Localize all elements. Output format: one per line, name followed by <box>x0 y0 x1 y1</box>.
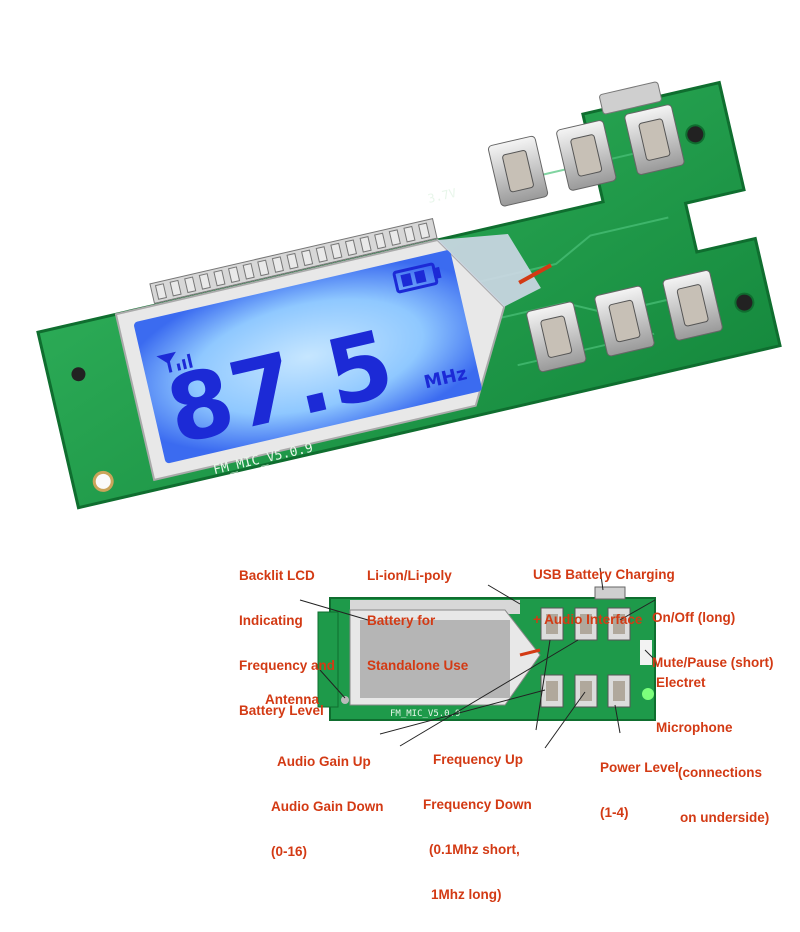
pcb-board: 87.5 MHz FM_MIC_V5.0.9 3.7V <box>36 80 782 510</box>
mount-hole <box>92 470 114 492</box>
usb-connector <box>599 81 662 115</box>
label-usb: USB Battery Charging + Audio Interface <box>533 567 675 627</box>
battery-icon <box>392 262 442 294</box>
small-version-text: FM_MIC_V5.0.9 <box>390 709 460 719</box>
lcd-screen <box>134 250 482 464</box>
label-onoff: On/Off (long) Mute/Pause (short) <box>652 610 774 670</box>
label-power-level: Power Level (1-4) <box>600 760 679 820</box>
label-audio-gain: Audio Gain Up Audio Gain Down (0-16) <box>271 754 384 859</box>
pcb-voltage-mark: 3.7V <box>426 186 457 206</box>
label-frequency: Frequency Up Frequency Down (0.1Mhz shor… <box>423 752 532 902</box>
label-backlit-lcd: Backlit LCD Indicating Frequency and Bat… <box>239 568 336 718</box>
antenna-signal-icon <box>156 351 193 373</box>
label-antenna: Antenna <box>265 692 319 707</box>
tactile-buttons-top <box>487 104 685 207</box>
annotated-board: FM_MIC_V5.0.9 <box>299 567 656 749</box>
label-battery: Li-ion/Li-poly Battery for Standalone Us… <box>367 568 469 673</box>
product-photo: 87.5 MHz FM_MIC_V5.0.9 3.7V <box>36 80 782 902</box>
tactile-buttons-bottom <box>526 269 723 373</box>
fm-transmitter-board-photo: 87.5 MHz FM_MIC_V5.0.9 3.7V <box>36 80 782 749</box>
